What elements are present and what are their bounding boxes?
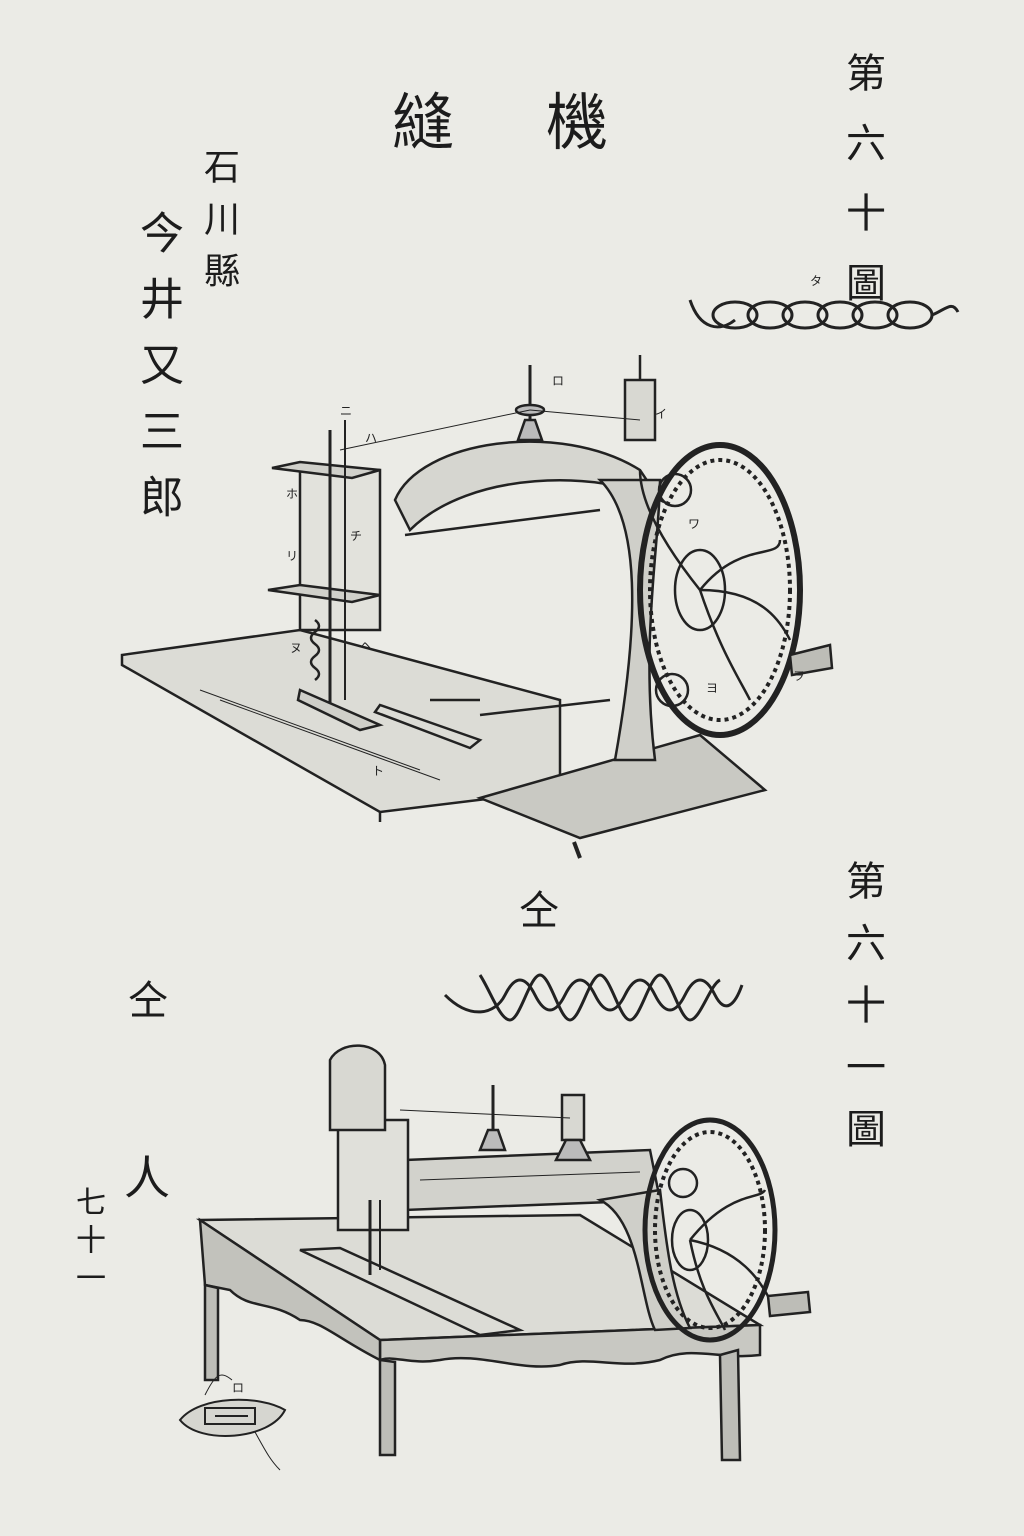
svg-text:ヘ: ヘ: [360, 639, 372, 653]
page-number: 七十一: [70, 1186, 105, 1300]
svg-text:ヨ: ヨ: [706, 681, 718, 695]
ink-mark: [572, 841, 582, 859]
svg-text:ワ: ワ: [688, 517, 700, 531]
svg-text:ヌ: ヌ: [290, 641, 302, 655]
svg-text:イ: イ: [655, 407, 667, 421]
inventor-prefecture: 石川縣: [198, 148, 239, 304]
same-mark-figure-61: 仝: [519, 888, 559, 934]
svg-text:ロ: ロ: [232, 1381, 244, 1395]
svg-text:ニ: ニ: [340, 404, 352, 418]
svg-text:リ: リ: [286, 549, 298, 563]
sewing-machine-figure-60: ロ イ ニ ハ ホ チ リ ヌ ヘ ト ワ ヨ ヲ タ: [120, 274, 834, 840]
chain-stitch-diagram: [688, 299, 960, 330]
zigzag-stitch-diagram: [443, 973, 744, 1022]
shuttle-detail: ロ: [178, 1374, 287, 1471]
sewing-machine-figure-61: [195, 1044, 812, 1462]
svg-text:ハ: ハ: [365, 431, 377, 445]
person-mark: 人: [124, 1151, 170, 1205]
svg-text:チ: チ: [350, 529, 362, 543]
page-title: 縫機: [392, 86, 701, 159]
svg-text:ヲ: ヲ: [793, 669, 805, 683]
svg-text:ホ: ホ: [286, 487, 298, 501]
svg-text:タ: タ: [810, 274, 822, 288]
inventor-name: 今井又三郎: [132, 210, 183, 540]
same-mark-inventor: 仝: [128, 978, 168, 1024]
svg-text:ト: ト: [372, 764, 384, 778]
svg-text:ロ: ロ: [552, 374, 564, 388]
figure-61-caption: 第六十一圖: [839, 860, 885, 1170]
figure-60-caption: 第六十圖: [839, 52, 885, 332]
